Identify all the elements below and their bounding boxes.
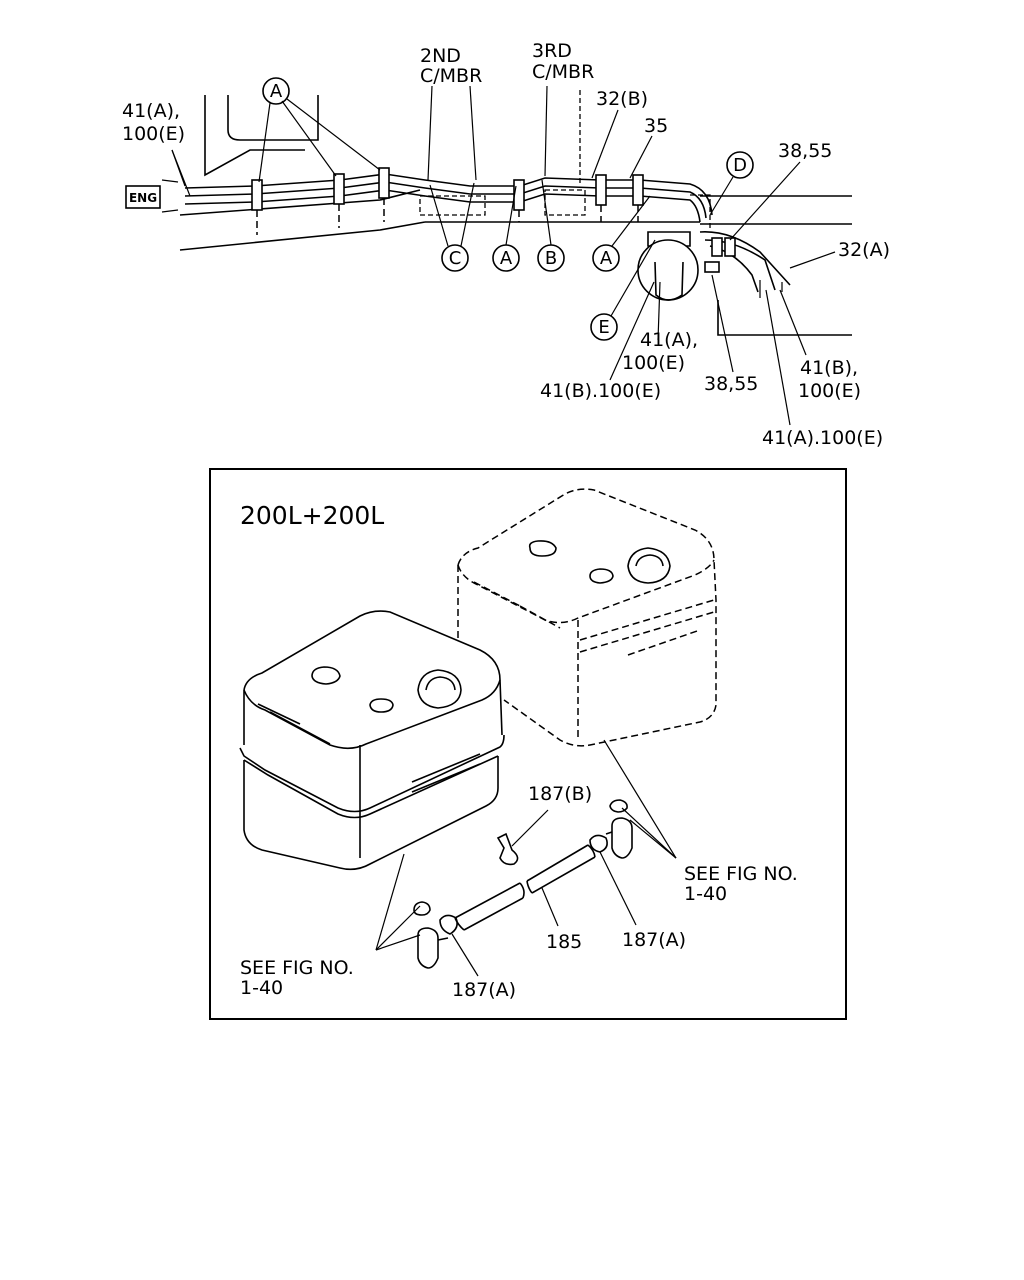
inset-title: 200L+200L <box>240 501 384 530</box>
label-185: 185 <box>546 931 582 953</box>
label-32a: 32(A) <box>838 239 890 261</box>
fittings <box>413 799 633 969</box>
callout-a-right: A <box>600 248 613 269</box>
label-41a-100e-mid-2: 100(E) <box>622 352 685 374</box>
fuel-line-bundle <box>184 173 713 223</box>
clamp-187a-right <box>589 834 608 853</box>
fuel-filter-body <box>637 239 699 301</box>
front-tank <box>239 610 505 871</box>
label-35: 35 <box>644 115 668 137</box>
label-41b-100e-right-2: 100(E) <box>798 380 861 402</box>
eng-label: ENG <box>129 191 157 205</box>
label-41a-100e-top-1: 41(A), <box>122 100 180 122</box>
label-32b: 32(B) <box>596 88 648 110</box>
label-2nd: 2ND <box>420 45 461 67</box>
inset-leader-lines <box>375 739 677 977</box>
label-38-55-bottom: 38,55 <box>704 373 758 395</box>
leader-lines <box>171 85 836 426</box>
label-187b: 187(B) <box>528 783 592 805</box>
label-187a-left: 187(A) <box>452 979 516 1001</box>
label-38-55-top: 38,55 <box>778 140 832 162</box>
label-41b-100e-left: 41(B).100(E) <box>540 380 661 402</box>
upper-labels: 41(A), 100(E) 2ND C/MBR 3RD C/MBR 32(B) … <box>122 40 890 449</box>
label-see-fig-right-1: SEE FIG NO. <box>684 863 798 885</box>
clamps <box>251 167 644 235</box>
label-41b-100e-right-1: 41(B), <box>800 357 858 379</box>
callout-a-top: A <box>270 81 283 102</box>
label-see-fig-left-2: 1-40 <box>240 977 283 999</box>
label-41a-100e-mid-1: 41(A), <box>640 329 698 351</box>
inset-frame <box>209 468 847 1020</box>
label-2nd-cmbr: C/MBR <box>420 65 482 87</box>
rear-tank <box>457 488 717 747</box>
label-3rd: 3RD <box>532 40 572 62</box>
label-41a-100e-bottom: 41(A).100(E) <box>762 427 883 449</box>
crossover-hose <box>439 832 608 935</box>
clamp-187b <box>496 832 519 866</box>
upper-diagram: ENG A C A B <box>122 40 890 449</box>
callout-e: E <box>598 317 609 338</box>
frame-outline <box>179 95 852 336</box>
callout-circles: A C A B A D E <box>262 77 754 341</box>
callout-a-mid: A <box>500 248 513 269</box>
label-3rd-cmbr: C/MBR <box>532 61 594 83</box>
label-41a-100e-top-2: 100(E) <box>122 123 185 145</box>
junction-assembly <box>637 231 791 301</box>
cross-members <box>419 90 711 230</box>
inset-labels: 187(B) SEE FIG NO. 1-40 185 187(A) SEE F… <box>240 783 798 1001</box>
clamp-187a-left <box>439 914 458 935</box>
label-187a-right: 187(A) <box>622 929 686 951</box>
label-see-fig-left-1: SEE FIG NO. <box>240 957 354 979</box>
eng-box: ENG <box>125 179 179 213</box>
callout-c: C <box>449 248 462 269</box>
label-see-fig-right-2: 1-40 <box>684 883 727 905</box>
inset-panel: 200L+200L <box>209 468 847 1020</box>
callout-b: B <box>545 248 557 269</box>
callout-d: D <box>733 155 747 176</box>
